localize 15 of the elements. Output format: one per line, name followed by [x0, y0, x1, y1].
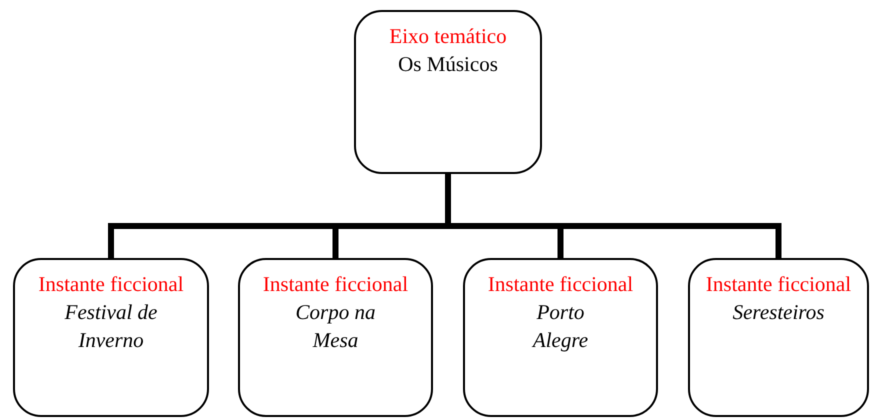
box-text: Porto Alegre	[530, 299, 590, 354]
box-heading: Instante ficcional	[486, 271, 634, 298]
rounded-box	[13, 258, 209, 417]
box-heading: Instante ficcional	[262, 271, 410, 298]
box-text: Corpo na Mesa	[294, 299, 376, 354]
box-text: Festival de Inverno	[64, 299, 158, 354]
rounded-box	[688, 258, 869, 417]
box-text: Seresteiros	[732, 299, 826, 326]
box-text: Os Músicos	[397, 51, 499, 78]
rounded-box	[238, 258, 433, 417]
box-heading: Instante ficcional	[37, 271, 185, 298]
box-heading: Eixo temático	[388, 23, 508, 50]
rounded-box	[463, 258, 658, 417]
box-heading: Instante ficcional	[704, 271, 852, 298]
rounded-box	[354, 10, 542, 174]
